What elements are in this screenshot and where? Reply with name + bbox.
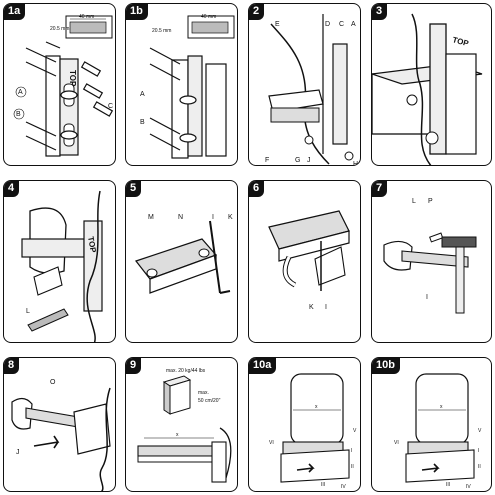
label-C: C [108, 103, 113, 110]
x-label: x [440, 404, 443, 410]
dim-side-label: 20.5 mm [50, 26, 69, 32]
step-badge: 5 [126, 181, 142, 197]
label-O: O [50, 379, 56, 386]
illustration-8: O J [11, 379, 111, 491]
label-I: I [325, 304, 327, 311]
step-badge: 1b [126, 4, 148, 20]
illustration-10b: x VI V I II III IV [394, 373, 482, 490]
panel-8: 8 O J [3, 357, 116, 492]
label-L: L [412, 198, 416, 205]
x-label: x [315, 404, 318, 410]
label-E: E [275, 21, 280, 28]
depth-label: 50 cm/20" [198, 398, 221, 404]
panel-10a: 10a x VI V I II III IV [248, 357, 361, 492]
step-badge: 6 [249, 181, 265, 197]
panel-3: 3 TOP [371, 3, 492, 166]
step-badge: 1a [4, 4, 26, 20]
label-J: J [16, 449, 20, 456]
max-label: max. [198, 390, 209, 396]
panel-9: 9 max. 20 kg/44 lbs max. 50 cm/20" x [125, 357, 238, 492]
label-B: B [140, 119, 145, 126]
step-badge: 8 [4, 358, 20, 374]
top-marking: TOP [86, 236, 98, 254]
illustration-1a: 40 mm 20.5 mm TOP A B C [13, 14, 114, 157]
label-B: B [16, 111, 21, 118]
illustration-9: max. 20 kg/44 lbs max. 50 cm/20" x [137, 368, 232, 483]
roman-VI: VI [394, 440, 399, 446]
panel-10b: 10b x VI V I II III IV [371, 357, 492, 492]
weight-label: max. 20 kg/44 lbs [166, 368, 206, 374]
illustration-4: TOP L [21, 190, 103, 342]
label-G: G [295, 157, 300, 164]
dim-side-label: 20.5 mm [152, 28, 171, 34]
top-marking: TOP [68, 70, 77, 87]
step-badge: 3 [372, 4, 388, 20]
illustration-1b: 40 mm 20.5 mm A B [140, 14, 235, 159]
label-F: F [265, 157, 269, 164]
roman-III: III [446, 482, 450, 488]
roman-III: III [321, 482, 325, 488]
panel-7: 7 L P I [371, 180, 492, 343]
label-N: N [178, 214, 183, 221]
panel-2: 2 E D C A F G J H [248, 3, 361, 166]
step-badge: 9 [126, 358, 142, 374]
label-M: M [148, 214, 154, 221]
illustration-6: K I [268, 210, 350, 311]
dim-top-label: 40 mm [79, 14, 94, 20]
label-H: H [353, 161, 358, 166]
roman-I: I [351, 448, 352, 454]
step-badge: 2 [249, 4, 265, 20]
roman-IV: IV [466, 484, 471, 490]
dim-top-label: 40 mm [201, 14, 216, 20]
panel-1b: 1b 40 mm 20.5 mm A B [125, 3, 238, 166]
roman-II: II [478, 464, 481, 470]
panel-1a: 1a 40 mm 20.5 mm TOP A B C [3, 3, 116, 166]
illustration-5: M N I K [135, 214, 233, 294]
label-K: K [228, 214, 233, 221]
step-badge: 10a [249, 358, 277, 374]
roman-VI: VI [269, 440, 274, 446]
label-L: L [26, 308, 30, 315]
roman-I: I [478, 448, 479, 454]
label-A: A [351, 21, 356, 28]
label-J: J [307, 157, 311, 164]
roman-II: II [351, 464, 354, 470]
step-badge: 10b [372, 358, 400, 374]
label-I: I [212, 214, 214, 221]
label-I: I [426, 294, 428, 301]
panel-5: 5 M N I K [125, 180, 238, 343]
roman-V: V [353, 428, 357, 434]
label-A: A [140, 91, 145, 98]
illustration-2: E D C A F G J H [265, 14, 358, 166]
roman-V: V [478, 428, 482, 434]
panel-4: 4 TOP L [3, 180, 116, 343]
step-badge: 4 [4, 181, 20, 197]
illustration-7: L P I [383, 198, 477, 314]
top-marking: TOP [451, 35, 470, 48]
illustration-10a: x VI V I II III IV [269, 373, 357, 490]
label-C: C [339, 21, 344, 28]
illustration-3: TOP [372, 13, 483, 165]
label-D: D [325, 21, 330, 28]
label-P: P [428, 198, 433, 205]
step-badge: 7 [372, 181, 388, 197]
roman-IV: IV [341, 484, 346, 490]
label-K: K [309, 304, 314, 311]
panel-6: 6 K I [248, 180, 361, 343]
x-label: x [176, 432, 179, 438]
label-A: A [18, 89, 23, 96]
